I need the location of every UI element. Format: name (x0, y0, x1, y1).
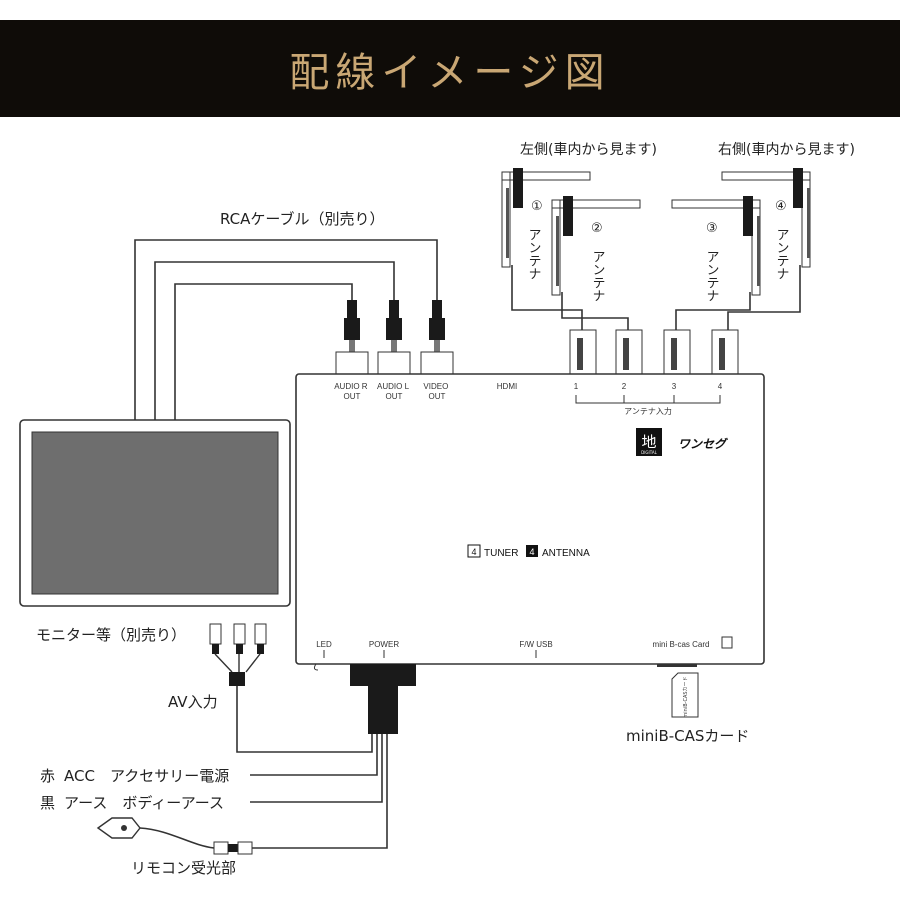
monitor (19, 419, 291, 607)
antenna-input-1-label: 1 (574, 382, 579, 391)
title-bar: 配線イメージ図 (0, 20, 900, 117)
monitor-label: モニター等（別売り） (36, 626, 186, 644)
card-slot-icon (721, 636, 733, 649)
antenna-4-cable (727, 265, 801, 334)
antenna-input-2-label: 2 (622, 382, 627, 391)
antenna-4: ④ アンテナ (721, 168, 811, 280)
power-port-label: POWER (369, 640, 399, 649)
antenna-input-4-label: 4 (718, 382, 723, 391)
antenna-2: ② アンテナ (551, 196, 641, 302)
digital-logo: 地 DIGITAL (636, 428, 662, 456)
left-side-label: 左側(車内から見ます) (520, 141, 657, 158)
tuner-unit (295, 373, 765, 665)
svg-text:4: 4 (471, 547, 476, 557)
remote-wire (252, 734, 388, 849)
tuner-antenna-badge: 4 TUNER 4 ANTENNA (467, 544, 590, 559)
antenna-3-number: ③ (706, 221, 718, 236)
ground-wire-label: アース ボディーアース (64, 794, 224, 812)
svg-text:ANTENNA: ANTENNA (542, 548, 590, 559)
power-plug-body (368, 686, 398, 734)
av-input-label: AV入力 (168, 693, 218, 711)
ground-wire (250, 734, 383, 803)
oneseg-logo: ワンセグ (678, 437, 728, 451)
power-plug-top (350, 664, 416, 686)
rca-cable-audio-l (154, 261, 395, 420)
acc-wire-label: ACC アクセサリー電源 (64, 767, 229, 785)
card-slot-label: mini B-cas Card (653, 640, 710, 649)
antenna-input-3-label: 3 (672, 382, 677, 391)
antenna-2-number: ② (591, 221, 603, 236)
led-indicator (313, 663, 319, 671)
remote-receiver-label: リモコン受光部 (131, 859, 236, 877)
antenna-input-bracket (575, 395, 721, 404)
antenna-input-label: アンテナ入力 (624, 406, 672, 416)
page-title: 配線イメージ図 (289, 49, 611, 96)
card-label: miniB-CASカード (626, 727, 749, 745)
antenna-3-cable (675, 292, 751, 334)
right-side-label: 右側(車内から見ます) (718, 141, 855, 158)
ground-color-label: 黒 (40, 794, 55, 812)
card-small-text: miniB-CASカード (683, 676, 689, 717)
svg-text:4: 4 (529, 547, 534, 557)
rca-plugs (335, 300, 454, 375)
fw-usb-label: F/W USB (519, 640, 552, 649)
antenna-2-cable (561, 292, 629, 334)
antenna-1-cable (511, 265, 583, 334)
antenna-1-number: ① (531, 199, 543, 214)
audio-l-port-label: AUDIO L OUT (377, 382, 411, 401)
antenna-4-label: アンテナ (774, 228, 789, 280)
rca-cable-video (134, 239, 438, 420)
svg-text:DIGITAL: DIGITAL (641, 450, 657, 455)
antenna-2-label: アンテナ (590, 250, 605, 302)
acc-wire (250, 734, 378, 776)
antenna-4-number: ④ (775, 199, 787, 214)
svg-text:地: 地 (641, 433, 656, 451)
acc-color-label: 赤 (40, 767, 55, 785)
av-input-cable (236, 686, 373, 753)
video-port-label: VIDEO OUT (423, 382, 450, 401)
svg-text:TUNER: TUNER (484, 548, 518, 559)
led-label: LED (316, 640, 332, 649)
rca-cable-audio-r (174, 283, 353, 420)
antenna-3-label: アンテナ (704, 250, 719, 302)
hdmi-port-label: HDMI (497, 382, 517, 391)
av-input-plugs (209, 623, 267, 686)
antenna-connectors (569, 329, 739, 375)
rca-cable-label: RCAケーブル（別売り） (220, 210, 385, 228)
antenna-1-label: アンテナ (526, 228, 541, 280)
audio-r-port-label: AUDIO R OUT (334, 382, 370, 401)
minib-cas-card: miniB-CASカード (671, 672, 699, 718)
antenna-1: ① アンテナ (501, 168, 591, 280)
antenna-3: ③ アンテナ (671, 196, 761, 302)
remote-receiver (96, 817, 253, 855)
